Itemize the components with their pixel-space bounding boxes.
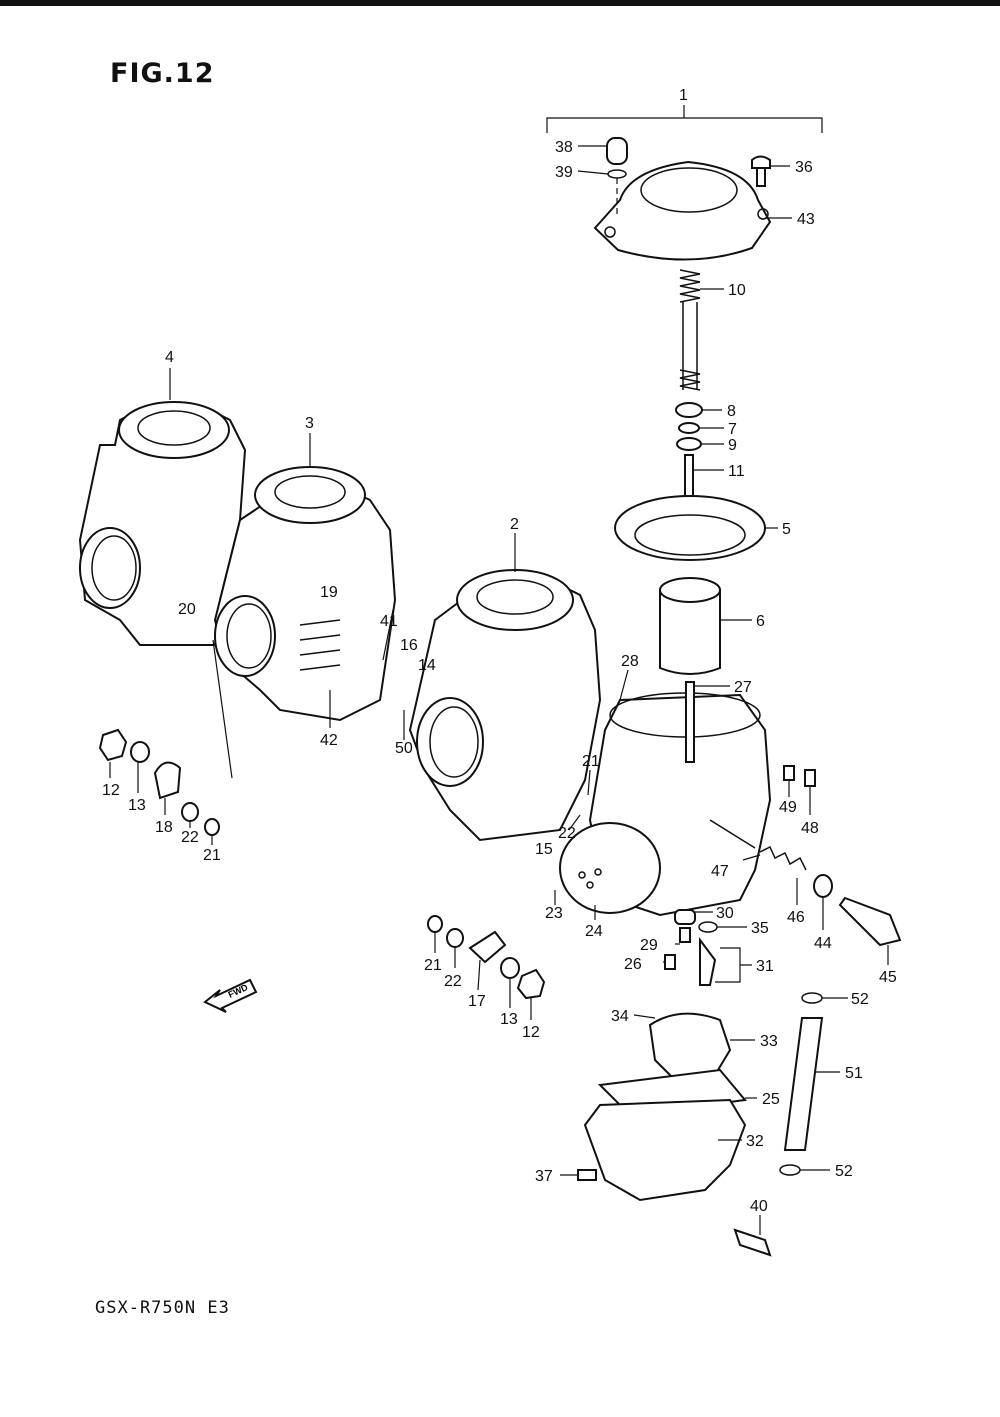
callout-8: 8 (727, 403, 736, 420)
callout-26: 26 (624, 956, 642, 973)
callout-29: 29 (640, 937, 658, 954)
washer-part (676, 437, 702, 451)
callout-52-upper: 52 (851, 991, 869, 1008)
callout-42: 42 (320, 732, 338, 749)
callout-13-left: 13 (128, 797, 146, 814)
callout-16: 16 (400, 637, 418, 654)
needle-jet-part (685, 681, 695, 763)
callout-6: 6 (756, 613, 765, 630)
callout-51: 51 (845, 1065, 863, 1082)
jet-parts-26-31-part (664, 909, 718, 986)
callout-33: 33 (760, 1033, 778, 1050)
fwd-arrow-icon: FWD (203, 978, 258, 1013)
needle-holder-part (675, 402, 703, 418)
callout-14: 14 (418, 657, 436, 674)
callout-2: 2 (510, 516, 519, 533)
callout-45: 45 (879, 969, 897, 986)
callout-7: 7 (728, 421, 737, 438)
callout-18: 18 (155, 819, 173, 836)
callout-25: 25 (762, 1091, 780, 1108)
callout-30: 30 (716, 905, 734, 922)
callout-40: 40 (750, 1198, 768, 1215)
callout-13-lower: 13 (500, 1011, 518, 1028)
callout-46: 46 (787, 909, 805, 926)
callout-17: 17 (468, 993, 486, 1010)
hardware-set-lower-part (427, 915, 546, 1000)
callout-32: 32 (746, 1133, 764, 1150)
carburetor-4-part (78, 401, 247, 646)
hose-clip-top-part (801, 992, 823, 1004)
callout-5: 5 (782, 521, 791, 538)
callout-1: 1 (679, 87, 688, 104)
hose-clip-bottom-part (779, 1164, 801, 1176)
callout-43: 43 (797, 211, 815, 228)
diaphragm-part (614, 495, 766, 561)
callout-21-upper: 21 (582, 753, 600, 770)
callout-12-left: 12 (102, 782, 120, 799)
callout-35: 35 (751, 920, 769, 937)
callout-21-left: 21 (203, 847, 221, 864)
idle-screw-assembly-part (709, 819, 902, 947)
hardware-set-left-part (98, 728, 220, 836)
figure-title: FIG.12 (110, 58, 215, 89)
clip-part (678, 422, 700, 434)
piston-spring-part (679, 269, 701, 391)
o-ring-part (607, 169, 627, 179)
callout-11: 11 (728, 463, 745, 480)
carburetor-1-body-part (559, 692, 772, 917)
callout-28: 28 (621, 653, 639, 670)
hose-part (783, 1017, 824, 1151)
callout-49: 49 (779, 799, 797, 816)
callout-38: 38 (555, 139, 573, 156)
callout-20: 20 (178, 601, 196, 618)
top-cap-part (593, 160, 772, 261)
callout-48: 48 (801, 820, 819, 837)
carburetor-3-part (213, 466, 397, 722)
callout-12-lower: 12 (522, 1024, 540, 1041)
callout-50: 50 (395, 740, 413, 757)
callout-22-lower: 22 (444, 973, 462, 990)
callout-52-lower: 52 (835, 1163, 853, 1180)
carburetor-2-part (408, 569, 602, 842)
callout-47: 47 (711, 863, 729, 880)
callout-labels: 1 38 39 36 43 10 8 7 9 11 5 6 4 3 2 28 2… (102, 87, 897, 1215)
float-chamber-part (583, 1098, 747, 1202)
screw-37-part (577, 1169, 597, 1181)
callout-21-lower: 21 (424, 957, 442, 974)
model-code: GSX-R750N E3 (95, 1298, 230, 1318)
leader-lines (109, 145, 889, 1235)
callout-4: 4 (165, 349, 174, 366)
assembly-bracket (546, 105, 823, 133)
callout-10: 10 (728, 282, 746, 299)
callout-23: 23 (545, 905, 563, 922)
callout-24: 24 (585, 923, 603, 940)
callout-41: 41 (380, 613, 398, 630)
plug-part (606, 137, 628, 165)
callout-15: 15 (535, 841, 553, 858)
callout-9: 9 (728, 437, 737, 454)
cap-screw-part (751, 155, 771, 187)
top-border-rule (0, 0, 1000, 6)
callout-27: 27 (734, 679, 752, 696)
drain-screw-part (733, 1228, 772, 1257)
callout-37: 37 (535, 1168, 553, 1185)
callout-44: 44 (814, 935, 832, 952)
callout-39: 39 (555, 164, 573, 181)
callout-34: 34 (611, 1008, 629, 1025)
callout-31: 31 (756, 958, 774, 975)
callout-19: 19 (320, 584, 338, 601)
callout-22-upper: 22 (558, 825, 576, 842)
piston-valve-part (659, 577, 721, 675)
callout-3: 3 (305, 415, 314, 432)
callout-36: 36 (795, 159, 813, 176)
callout-22-left: 22 (181, 829, 199, 846)
